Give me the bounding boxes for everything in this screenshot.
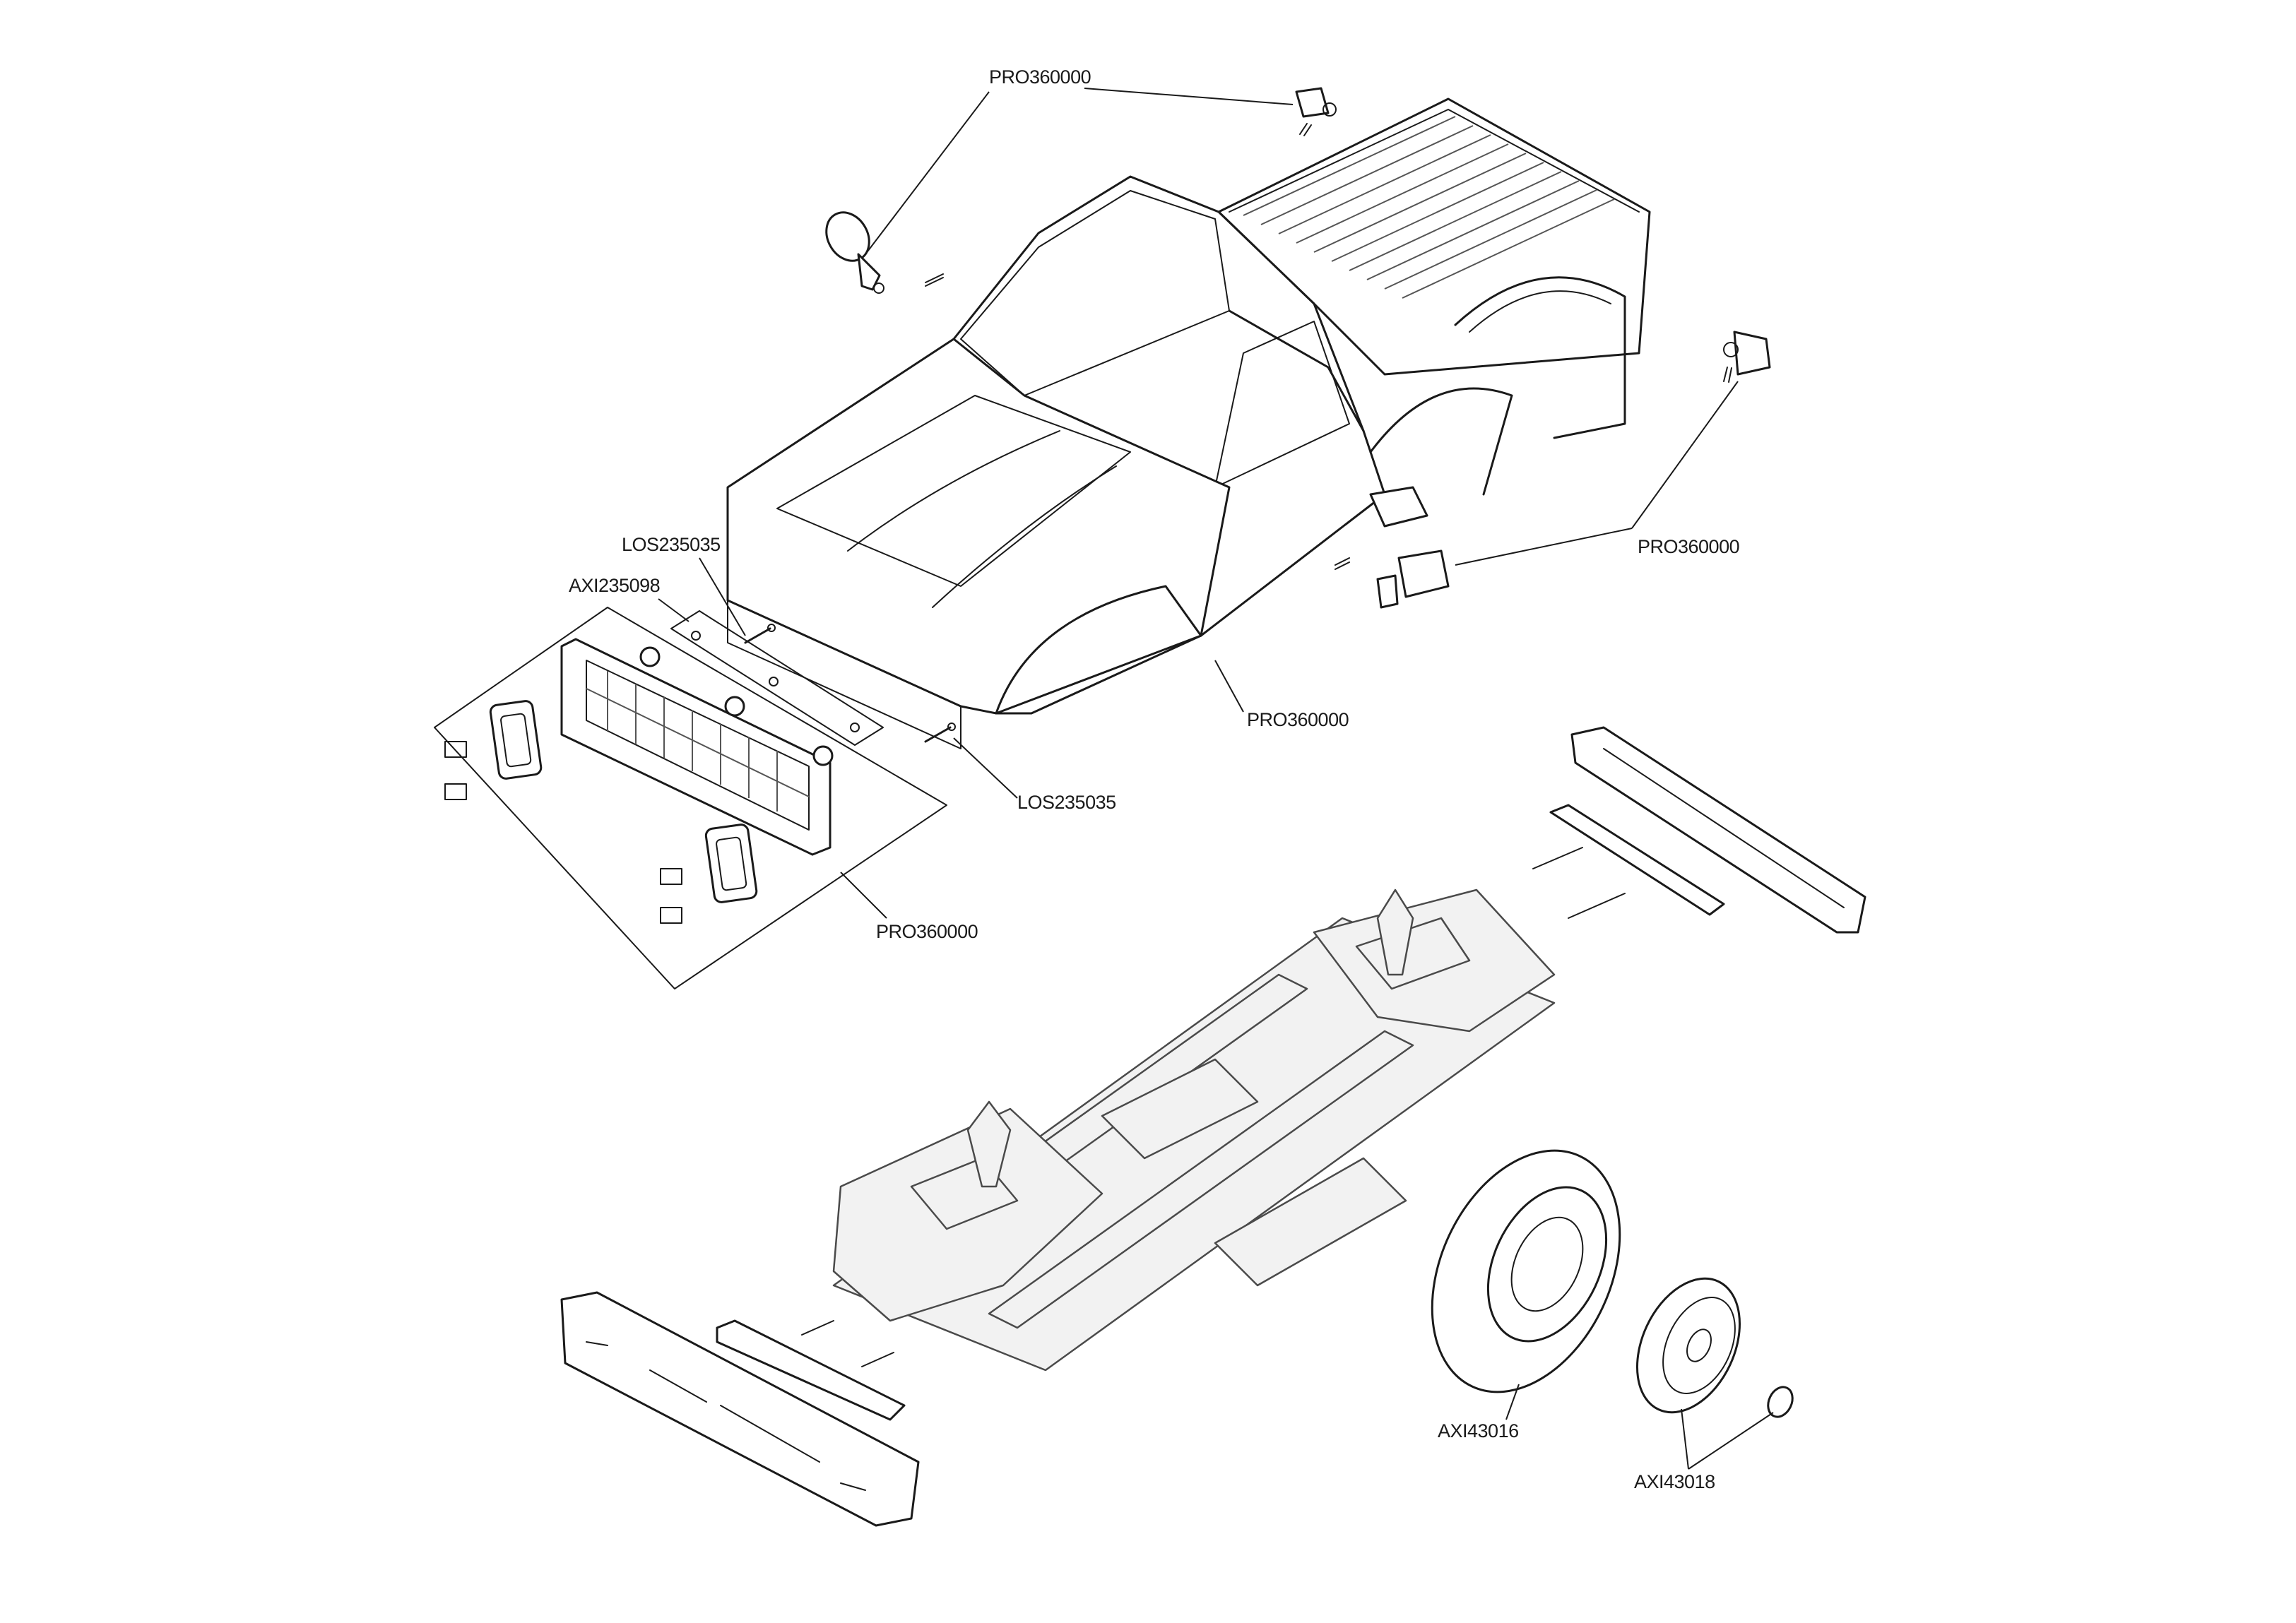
callout-grille-kit: PRO360000 [876,921,978,942]
front-bumper-mount[interactable] [716,1319,906,1421]
rear-bumper[interactable] [1570,726,1866,934]
mirror-clip-pins [925,123,1732,570]
mirror-left-part[interactable] [818,205,884,294]
callout-body: PRO360000 [1247,709,1349,730]
callout-screw-lower: LOS235035 [1017,792,1116,813]
mirror-far-part[interactable] [1723,331,1771,376]
chassis-frame[interactable] [832,888,1556,1372]
wheel-rim[interactable] [1617,1262,1760,1429]
front-bumper[interactable] [560,1291,920,1527]
callout-tire: AXI43016 [1438,1420,1519,1441]
callout-wheel: AXI43018 [1634,1471,1715,1492]
callout-mirror-left: PRO360000 [989,66,1091,88]
callout-leader-lines [658,88,1774,1470]
wheel-hex-hub[interactable] [1763,1383,1797,1420]
rear-bumper-mount[interactable] [1532,804,1725,919]
callout-screw-upper: LOS235035 [622,534,721,555]
grille-mounting-plate[interactable] [670,610,884,746]
mirror-right-part[interactable] [1376,549,1450,609]
callout-mirror-right: PRO360000 [1638,536,1739,557]
callout-grille-plate: AXI235098 [569,575,660,596]
truck-body-shell[interactable] [726,97,1651,749]
tire[interactable] [1395,1120,1657,1422]
grille-screw-upper[interactable] [744,624,776,644]
grille-kit-group[interactable] [434,607,947,989]
mirror-top-part[interactable] [1295,87,1337,118]
grille-screw-lower[interactable] [924,723,956,743]
